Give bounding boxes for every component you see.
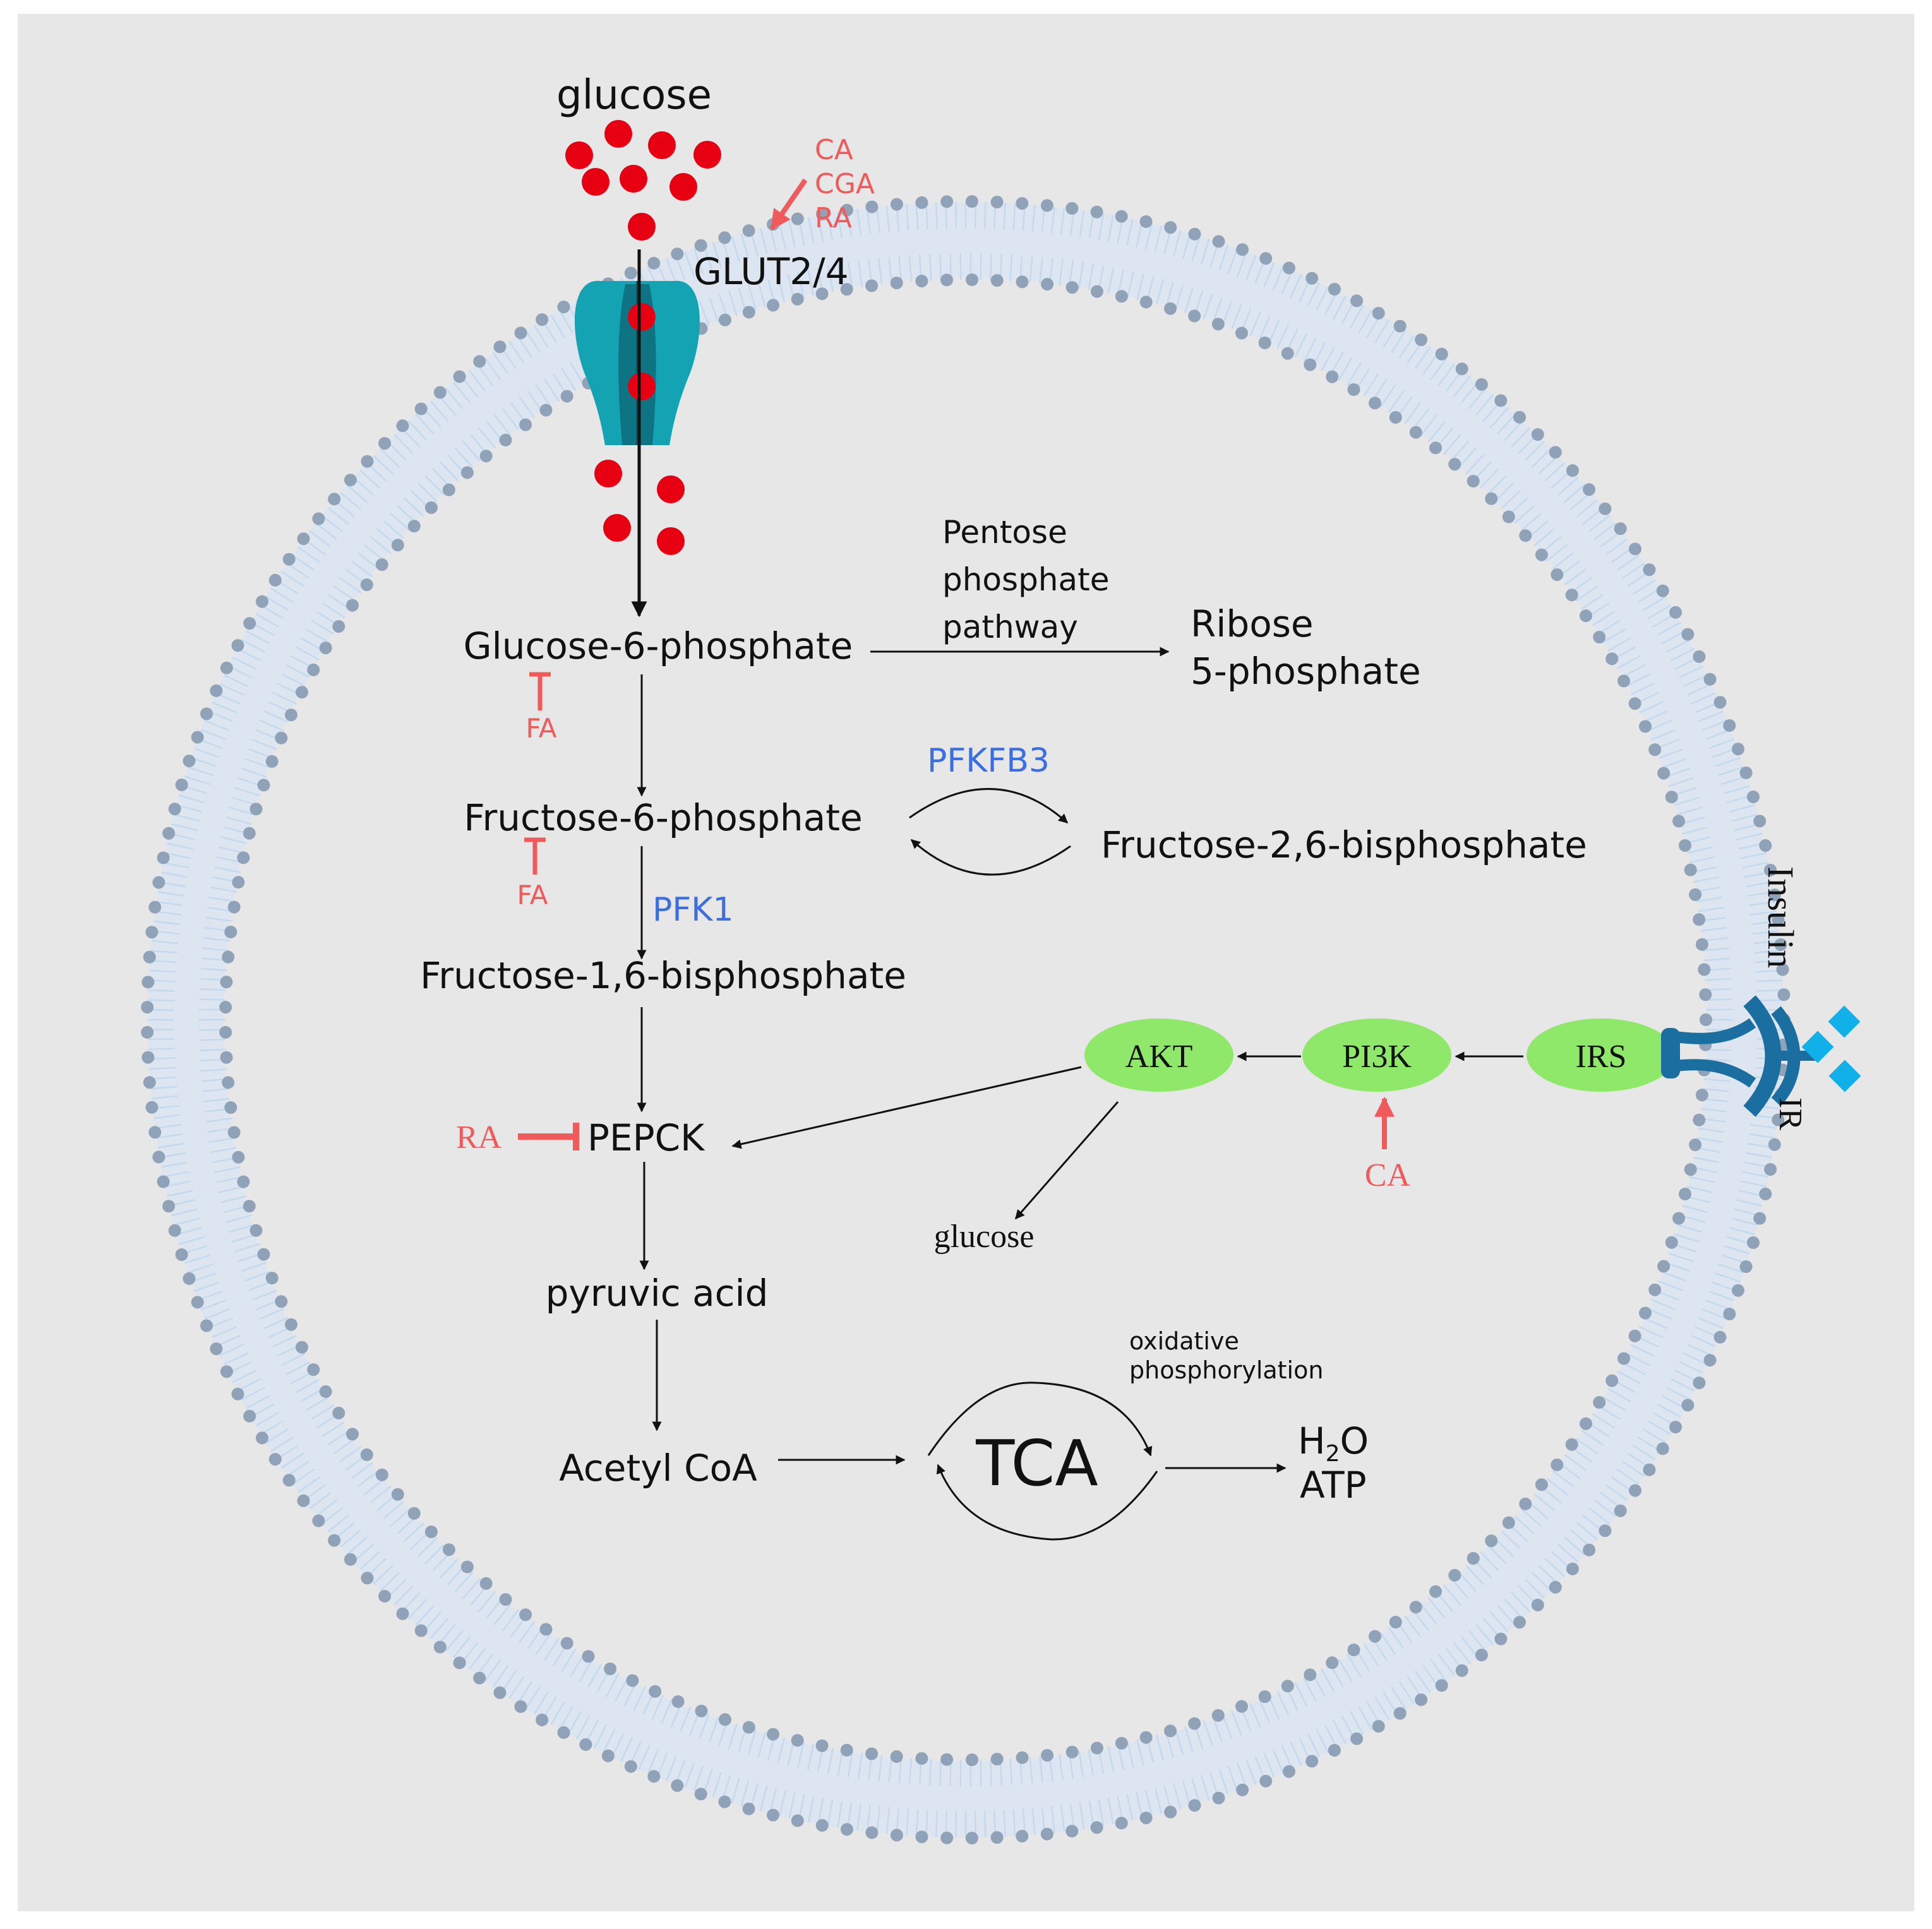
h2o-label: H2O — [1298, 1419, 1369, 1467]
pfkfb3-reverse-arrow — [910, 839, 1071, 876]
insulin-receptor — [1661, 995, 1819, 1117]
lipid-tails-inner — [199, 253, 1732, 1787]
g6p-label: Glucose-6-phosphate — [464, 624, 853, 667]
fa-inhibitor-1: FA — [525, 672, 557, 744]
glut-label: GLUT2/4 — [693, 250, 849, 293]
pepck-label: PEPCK — [587, 1116, 705, 1159]
tca-cycle: TCA — [927, 1382, 1158, 1541]
oxphos-label-line2: phosphorylation — [1129, 1356, 1323, 1384]
ppp-label-line3: pathway — [942, 609, 1078, 645]
ppp-label-line2: phosphate — [942, 561, 1110, 598]
irs-label: IRS — [1576, 1039, 1627, 1075]
fa-label-2: FA — [517, 880, 548, 911]
cell-membrane — [141, 195, 1791, 1844]
compound-ca: CA — [815, 134, 853, 166]
akt-label: AKT — [1125, 1039, 1193, 1075]
ra-inhibitor-label: RA — [456, 1120, 502, 1156]
tca-label: TCA — [975, 1426, 1098, 1500]
f16bp-label: Fructose-1,6-bisphosphate — [420, 954, 906, 997]
r5p-label-line1: Ribose — [1191, 602, 1314, 645]
insulin-label: Insulin — [1760, 866, 1801, 968]
ppp-label-line1: Pentose — [942, 514, 1067, 551]
f26bp-label: Fructose-2,6-bisphosphate — [1101, 823, 1587, 866]
glucose-outside-label: glucose — [556, 72, 712, 119]
fa-label-1: FA — [525, 713, 556, 744]
compound-activation-arrow — [769, 178, 808, 230]
lipid-heads-inner — [219, 273, 1712, 1766]
atp-label: ATP — [1300, 1464, 1367, 1507]
glucose-molecules — [565, 120, 721, 555]
f6p-label: Fructose-6-phosphate — [464, 796, 862, 839]
pfk1-label: PFK1 — [652, 891, 733, 929]
glucose-inside-label: glucose — [934, 1219, 1035, 1255]
diagram-background — [18, 14, 1914, 1911]
r5p-label-line2: 5-phosphate — [1191, 650, 1421, 693]
pfkfb3-label: PFKFB3 — [927, 742, 1050, 780]
fa-inhibitor-2: FA — [517, 837, 548, 911]
akt-node: AKT — [1084, 1018, 1233, 1092]
irs-node: IRS — [1527, 1018, 1676, 1092]
ir-label: IR — [1772, 1097, 1808, 1130]
oxphos-label-line1: oxidative — [1129, 1327, 1239, 1355]
arrow-akt-glucose — [1014, 1101, 1119, 1220]
ca-activator-label: CA — [1365, 1157, 1411, 1193]
compound-list: CA CGA RA — [815, 134, 875, 234]
arrow-akt-pepck — [731, 1066, 1082, 1149]
acetyl-coa-label: Acetyl CoA — [559, 1447, 757, 1490]
pi3k-node: PI3K — [1302, 1018, 1451, 1092]
pi3k-label: PI3K — [1342, 1039, 1412, 1075]
lipid-heads-outer — [141, 195, 1791, 1844]
pfkfb3-forward-arrow — [909, 788, 1069, 824]
compound-ra: RA — [815, 202, 852, 234]
compound-cga: CGA — [815, 168, 875, 200]
ra-inhibition-bar — [518, 1123, 579, 1150]
pyruvic-acid-label: pyruvic acid — [546, 1272, 769, 1315]
